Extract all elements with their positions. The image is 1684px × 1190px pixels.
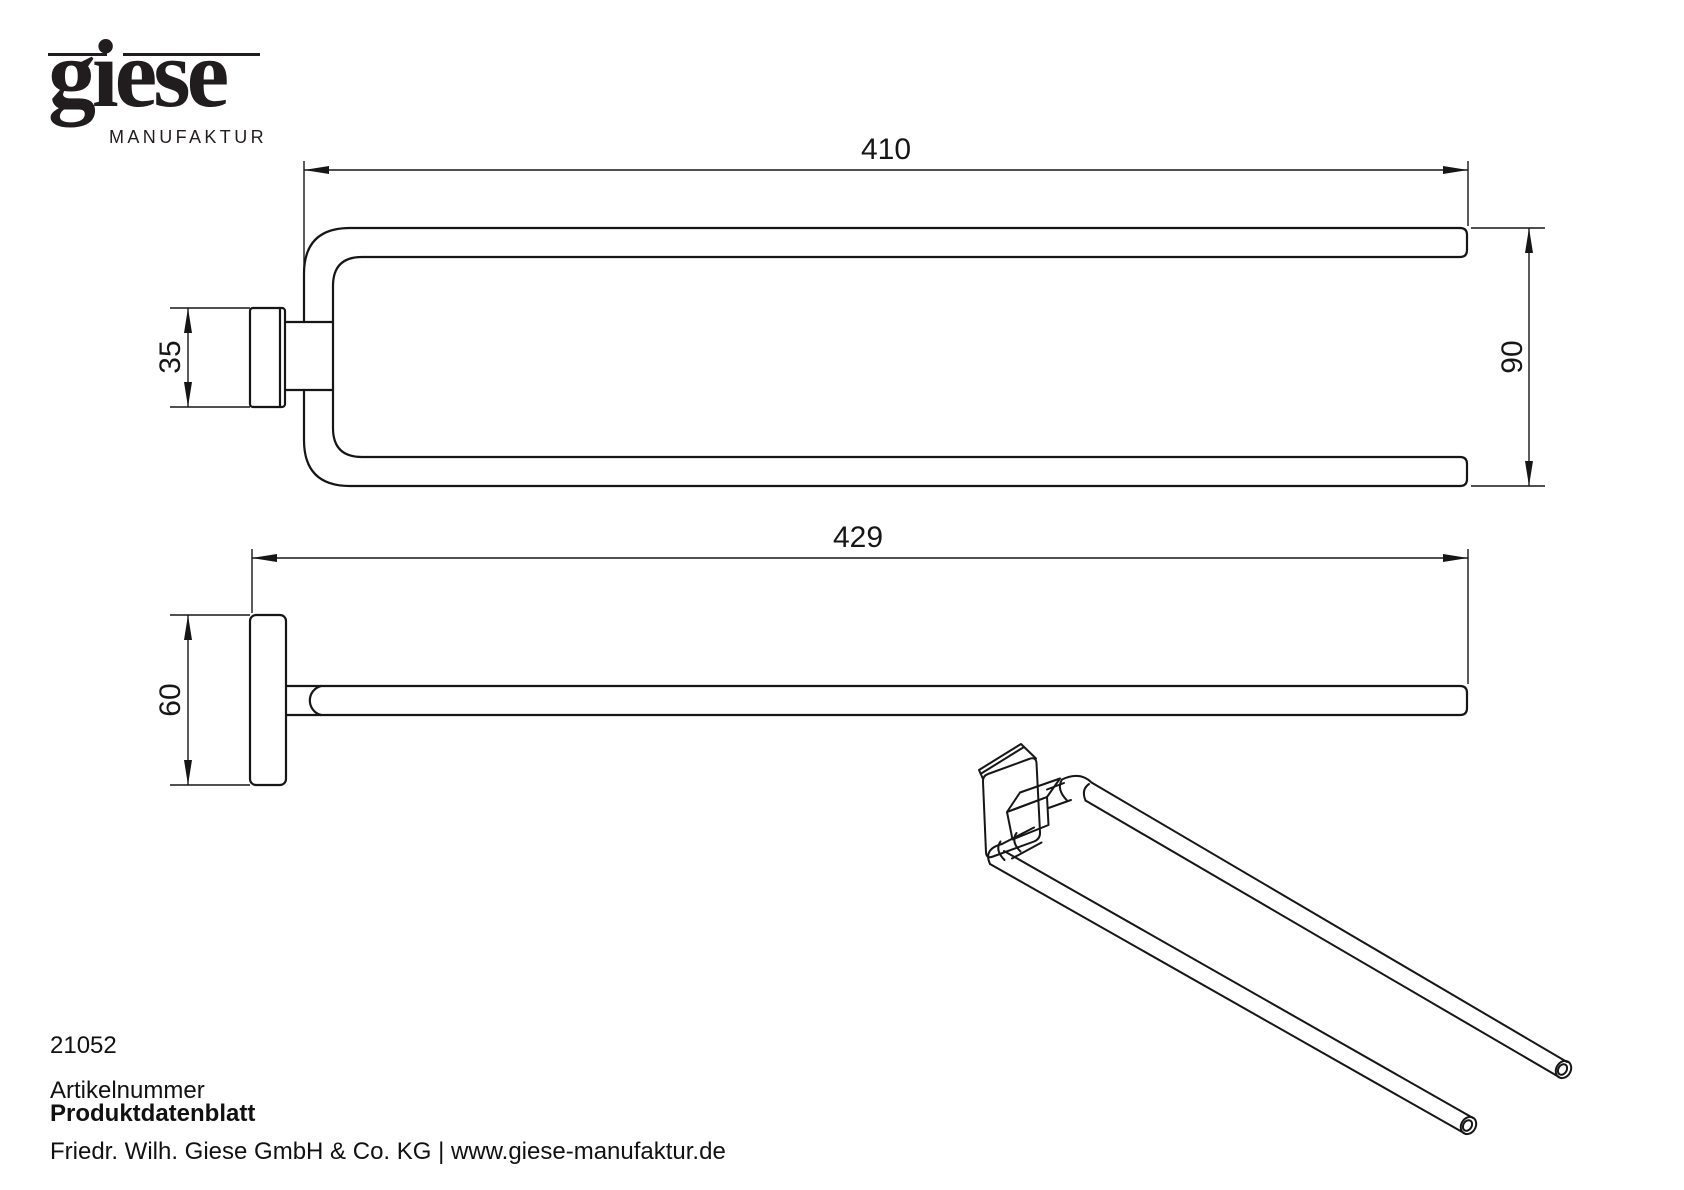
side-view-wall-plate — [248, 613, 288, 787]
iso-rear-bar — [1084, 781, 1568, 1078]
side-view-bend-arc — [308, 684, 323, 717]
top-view-wall-plate — [248, 306, 287, 409]
dimension-35 — [170, 307, 250, 408]
dim-90-label: 90 — [1496, 340, 1529, 374]
side-view-drawing — [248, 613, 1469, 787]
iso-rear-elbow-collar-2 — [1082, 783, 1090, 802]
dim-35-label: 35 — [154, 340, 187, 374]
side-view-bar — [284, 684, 1469, 717]
iso-front-bar — [989, 850, 1474, 1134]
iso-wall-plate — [981, 757, 1042, 859]
iso-rear-bar-endcap-inner — [1556, 1063, 1569, 1076]
iso-wall-plate-edge — [978, 743, 1037, 780]
dimension-429 — [251, 549, 1469, 684]
iso-pivot-housing-front — [1006, 796, 1050, 841]
top-view-outer-contour-upper — [302, 226, 1462, 324]
article-number-label: Artikelnummer — [50, 1077, 205, 1104]
dim-60-label: 60 — [154, 683, 187, 717]
isometric-view-drawing — [978, 743, 1573, 1136]
giese-logo: giese — [48, 20, 229, 127]
document-title: Produktdatenblatt — [50, 1100, 256, 1127]
iso-front-elbow-outer — [987, 843, 1003, 865]
logo-subtitle: MANUFAKTUR — [109, 127, 268, 147]
top-view-outer-contour-lower — [302, 388, 1462, 488]
dimension-60 — [170, 614, 250, 786]
iso-front-arm-collar-1 — [1013, 832, 1022, 853]
logo-rule-right — [123, 53, 260, 56]
top-view-drawing — [248, 226, 1469, 488]
iso-front-arm — [1001, 826, 1043, 860]
logo-rule-left — [48, 53, 107, 56]
dimension-410 — [303, 161, 1469, 272]
dim-429-label: 429 — [832, 521, 884, 554]
top-view-mount-arm — [283, 320, 335, 392]
iso-rear-elbow-outer — [1061, 774, 1093, 784]
dim-410-label: 410 — [860, 133, 912, 166]
company-line: Friedr. Wilh. Giese GmbH & Co. KG | www.… — [50, 1138, 726, 1165]
iso-rear-bar-endcap — [1554, 1059, 1573, 1080]
iso-front-bar-endcap-inner — [1461, 1119, 1474, 1132]
iso-rear-elbow-collar-1 — [1058, 778, 1068, 802]
dimension-90 — [1471, 227, 1545, 487]
iso-front-arm-collar-2 — [997, 840, 1006, 861]
iso-front-bar-endcap — [1459, 1115, 1478, 1136]
iso-wall-plate-edge-line — [981, 746, 1025, 774]
top-view-inner-contour — [331, 226, 1469, 488]
article-number: 21052 — [50, 1032, 117, 1059]
